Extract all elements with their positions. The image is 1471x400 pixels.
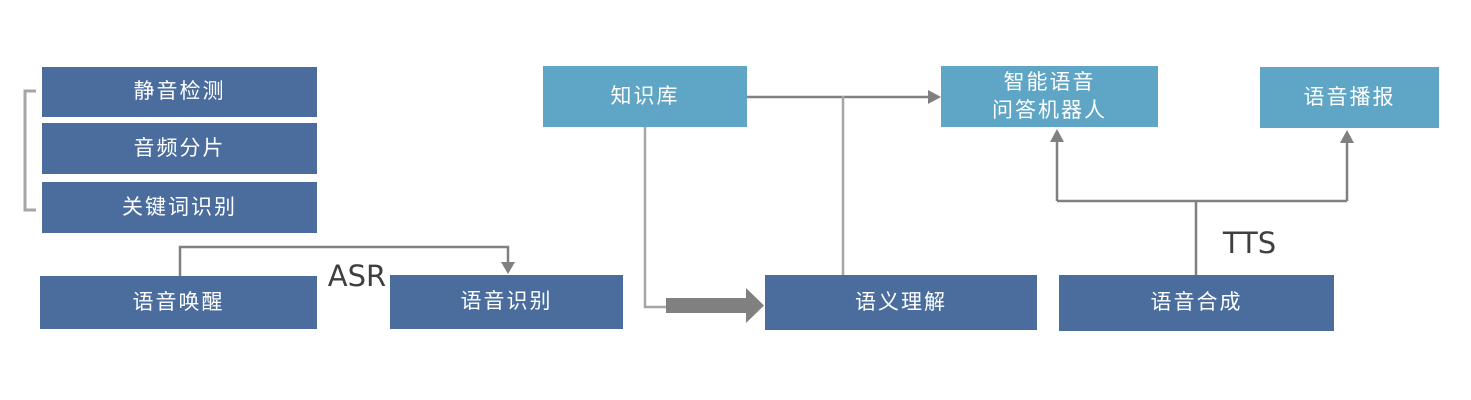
node-label: 语音唤醒 [132, 289, 225, 314]
node-label: 音频分片 [133, 135, 226, 160]
node-label: 知识库 [610, 83, 680, 108]
node-label: 语音识别 [460, 289, 553, 314]
node-label-line2: 问答机器人 [992, 97, 1107, 122]
node-voice-broadcast: 语音播报 [1260, 67, 1439, 128]
kb-down-elbow-line [643, 127, 667, 309]
asr-label: ASR [327, 259, 387, 293]
node-speech-synthesis: 语音合成 [1059, 275, 1334, 331]
node-label: 语音播报 [1303, 84, 1396, 109]
node-label: 语音合成 [1150, 290, 1243, 315]
node-keyword-recognition: 关键词识别 [42, 182, 317, 233]
node-audio-segmentation: 音频分片 [42, 123, 317, 174]
node-speech-recognition: 语音识别 [390, 275, 623, 329]
tts-branch-arrows [1050, 129, 1354, 275]
left-bracket [23, 89, 36, 212]
tts-label: TTS [1222, 226, 1277, 260]
node-label-line1: 智能语音 [1003, 70, 1096, 95]
node-label: 静音检测 [133, 79, 226, 104]
node-voice-wakeup: 语音唤醒 [40, 276, 317, 329]
kb-to-qa-arrow [747, 90, 941, 104]
thick-arrow-to-semantic [666, 288, 764, 323]
node-label: 语义理解 [855, 289, 947, 314]
node-silence-detection: 静音检测 [42, 67, 317, 117]
node-label: 关键词识别 [122, 194, 237, 219]
node-semantic-understanding: 语义理解 [765, 275, 1037, 330]
node-knowledge-base: 知识库 [543, 66, 747, 127]
node-qa-robot: 智能语音 问答机器人 [941, 66, 1158, 127]
